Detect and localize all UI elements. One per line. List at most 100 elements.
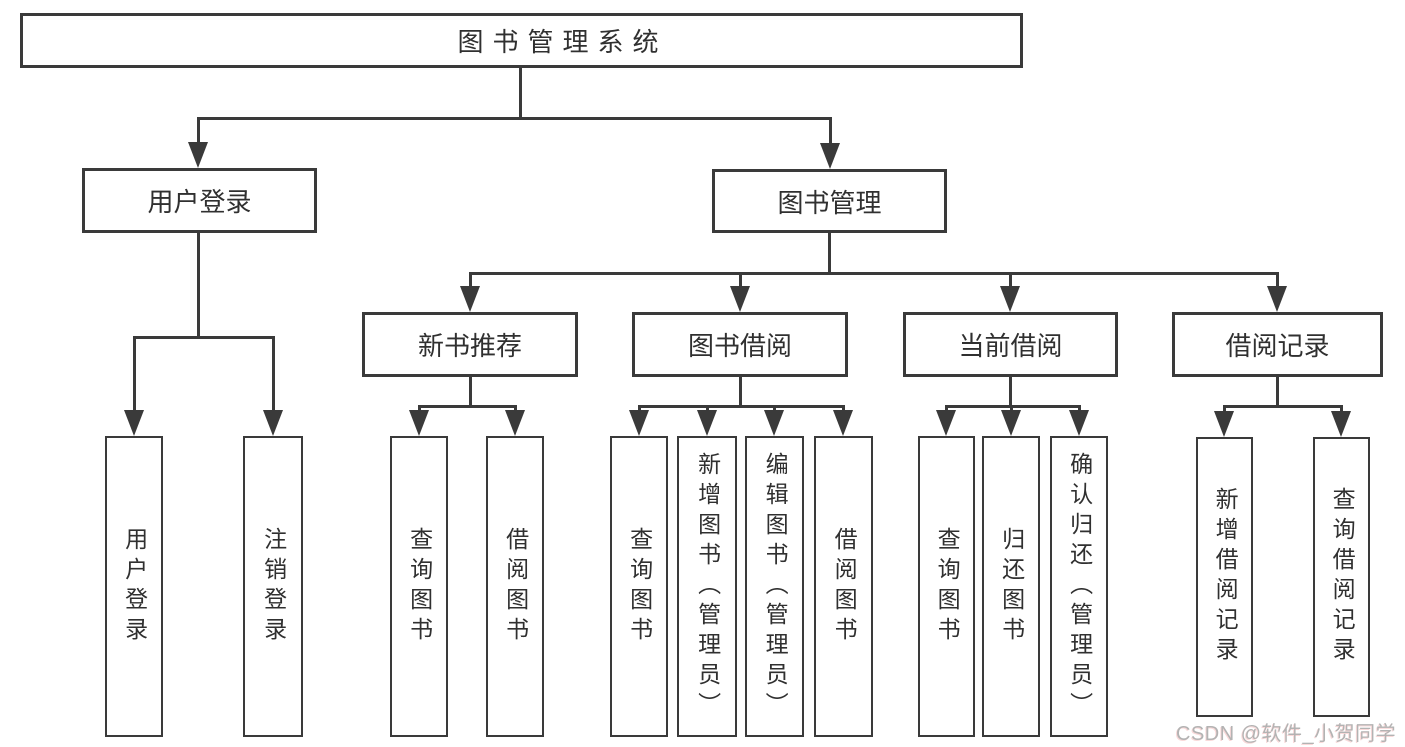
- node-label-query-book-borrow: 查询图书: [626, 526, 653, 647]
- arrowhead-icon: [1000, 286, 1020, 312]
- connector-hline: [417, 405, 517, 408]
- node-borrow-book-leaf: 借阅图书: [814, 436, 873, 737]
- watermark-text: CSDN @软件_小贺同学: [1176, 723, 1397, 745]
- node-label-return-book: 归还图书: [998, 526, 1025, 647]
- connector-arrow-down: [1214, 405, 1234, 437]
- arrow-stem: [841, 405, 845, 412]
- arrowhead-icon: [697, 410, 717, 436]
- node-borrow-book-recommend: 借阅图书: [486, 436, 544, 737]
- arrowhead-icon: [460, 286, 480, 312]
- arrow-stem: [637, 405, 641, 412]
- connector-vline: [827, 233, 831, 275]
- node-user-login-leaf: 用户登录: [105, 436, 163, 737]
- arrowhead-icon: [1331, 411, 1351, 437]
- connector-arrow-down: [460, 272, 480, 312]
- connector-vline: [196, 233, 200, 339]
- connector-hline: [196, 117, 832, 120]
- arrowhead-icon: [730, 286, 750, 312]
- connector-arrow-down: [505, 405, 525, 436]
- node-query-book-recommend: 查询图书: [390, 436, 448, 737]
- node-label-new-book-recommend: 新书推荐: [417, 331, 522, 361]
- arrow-stem: [705, 405, 709, 412]
- node-label-user-login: 用户登录: [147, 187, 252, 217]
- node-label-add-book-admin: 新增图书（管理员）: [694, 451, 721, 722]
- connector-hline: [132, 336, 275, 339]
- connector-arrow-down: [730, 272, 750, 312]
- arrow-stem: [944, 405, 948, 412]
- node-book-borrow: 图书借阅: [632, 312, 848, 377]
- node-label-edit-book-admin: 编辑图书（管理员）: [762, 451, 789, 722]
- connector-arrow-down: [1069, 405, 1089, 436]
- connector-arrow-down: [1001, 405, 1021, 436]
- node-label-query-book-recommend: 查询图书: [406, 526, 433, 647]
- node-label-borrow-book-recommend: 借阅图书: [502, 526, 529, 647]
- arrow-stem: [1008, 272, 1012, 288]
- arrowhead-icon: [629, 410, 649, 436]
- node-book-management: 图书管理: [712, 169, 947, 233]
- arrow-stem: [1077, 405, 1081, 412]
- node-logout-leaf: 注销登录: [243, 436, 303, 737]
- node-label-user-login-leaf: 用户登录: [121, 526, 148, 647]
- arrowhead-icon: [124, 410, 144, 436]
- arrow-stem: [513, 405, 517, 412]
- node-user-login: 用户登录: [82, 168, 317, 233]
- connector-arrow-down: [833, 405, 853, 436]
- arrowhead-icon: [1069, 410, 1089, 436]
- connector-arrow-down: [764, 405, 784, 436]
- arrow-stem: [1339, 405, 1343, 413]
- connector-vline: [1008, 377, 1012, 408]
- arrow-stem: [1275, 272, 1279, 288]
- connector-vline: [518, 68, 522, 120]
- node-label-root: 图书管理系统: [457, 27, 668, 57]
- connector-arrow-down: [1331, 405, 1351, 437]
- arrowhead-icon: [188, 142, 208, 168]
- connector-arrow-down: [1000, 272, 1020, 312]
- arrow-stem: [132, 336, 136, 412]
- node-current-borrow: 当前借阅: [903, 312, 1118, 377]
- connector-vline: [468, 377, 472, 408]
- arrow-stem: [468, 272, 472, 288]
- arrowhead-icon: [409, 410, 429, 436]
- node-confirm-return-admin: 确认归还（管理员）: [1050, 436, 1108, 737]
- arrow-stem: [1009, 405, 1013, 412]
- arrow-stem: [1222, 405, 1226, 413]
- arrow-stem: [271, 336, 275, 412]
- node-borrow-record: 借阅记录: [1172, 312, 1383, 377]
- arrowhead-icon: [820, 143, 840, 169]
- connector-arrow-down: [188, 117, 208, 168]
- arrow-stem: [196, 117, 200, 144]
- node-new-book-recommend: 新书推荐: [362, 312, 578, 377]
- node-return-book: 归还图书: [982, 436, 1040, 737]
- arrowhead-icon: [833, 410, 853, 436]
- node-label-borrow-record: 借阅记录: [1225, 331, 1330, 361]
- connector-arrow-down: [263, 336, 283, 436]
- arrowhead-icon: [1267, 286, 1287, 312]
- arrowhead-icon: [1001, 410, 1021, 436]
- arrow-stem: [828, 117, 832, 145]
- node-label-confirm-return-admin: 确认归还（管理员）: [1066, 451, 1093, 722]
- connector-arrow-down: [820, 117, 840, 169]
- node-label-borrow-book-leaf: 借阅图书: [831, 526, 858, 647]
- node-label-book-management: 图书管理: [777, 187, 882, 218]
- node-label-add-borrow-record: 新增借阅记录: [1212, 487, 1239, 667]
- node-query-borrow-record: 查询借阅记录: [1313, 437, 1370, 717]
- connector-hline: [1222, 405, 1343, 408]
- node-add-book-admin: 新增图书（管理员）: [677, 436, 737, 737]
- connector-arrow-down: [697, 405, 717, 436]
- connector-arrow-down: [124, 336, 144, 436]
- node-label-logout-leaf: 注销登录: [260, 526, 287, 647]
- node-root: 图书管理系统: [20, 13, 1023, 68]
- connector-vline: [1275, 377, 1279, 408]
- arrow-stem: [738, 272, 742, 288]
- arrowhead-icon: [505, 410, 525, 436]
- arrowhead-icon: [263, 410, 283, 436]
- node-query-book-borrow: 查询图书: [610, 436, 668, 737]
- arrow-stem: [772, 405, 776, 412]
- connector-hline: [944, 405, 1081, 408]
- connector-arrow-down: [409, 405, 429, 436]
- connector-vline: [738, 377, 742, 408]
- node-edit-book-admin: 编辑图书（管理员）: [745, 436, 804, 737]
- connector-arrow-down: [1267, 272, 1287, 312]
- node-add-borrow-record: 新增借阅记录: [1196, 437, 1253, 717]
